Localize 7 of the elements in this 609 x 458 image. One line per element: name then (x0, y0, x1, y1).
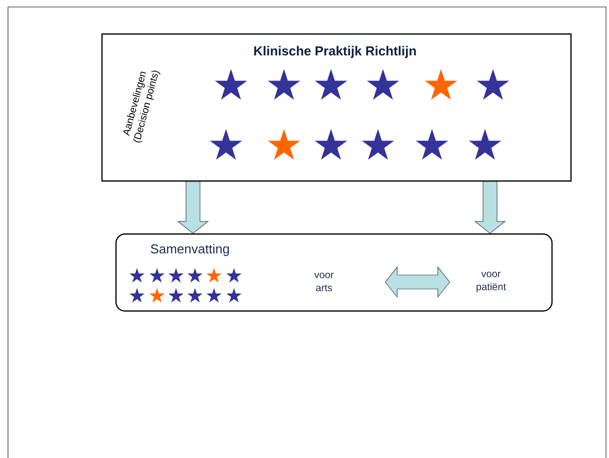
block-arrow (474, 181, 506, 234)
block-arrow (177, 181, 209, 234)
label: voor patiënt (476, 272, 506, 292)
heading: Klinische Praktijk Richtlijn (254, 46, 416, 58)
label: voor arts (314, 272, 334, 292)
heading: Samenvatting (150, 244, 229, 256)
block-arrow (384, 266, 450, 298)
